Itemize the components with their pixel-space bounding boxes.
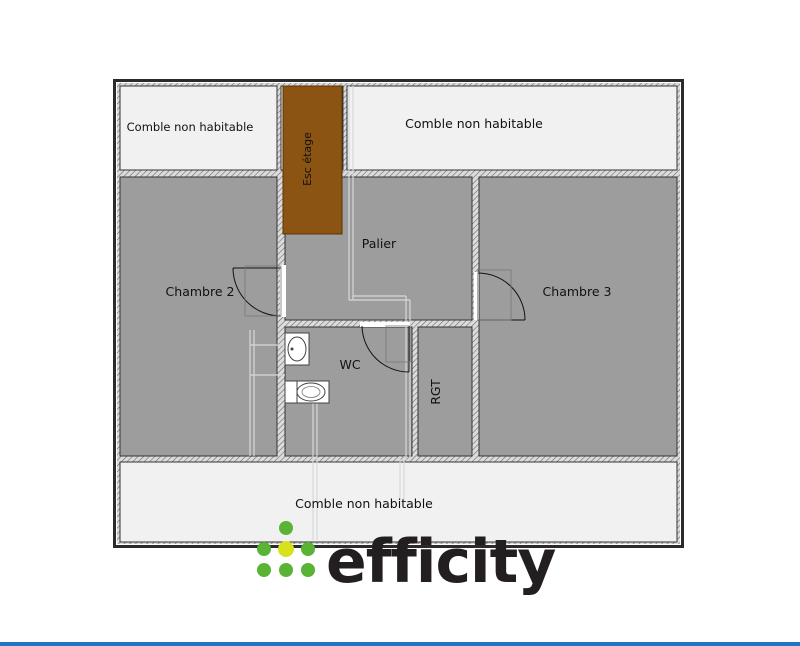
comble-top-right-room <box>346 85 678 171</box>
efficity-logo: efficity <box>257 521 557 597</box>
label-wc: WC <box>339 357 360 372</box>
chambre-2-room <box>119 176 278 457</box>
stair <box>282 85 343 235</box>
rgt-room <box>417 326 473 457</box>
label-esc: Esc étage <box>301 132 314 186</box>
label-comble-top-right: Comble non habitable <box>405 116 543 131</box>
toilet-icon <box>284 380 330 404</box>
label-chambre-3: Chambre 3 <box>543 284 612 299</box>
door-chambre-2 <box>232 265 282 317</box>
label-comble-bottom: Comble non habitable <box>295 496 433 511</box>
comble-bottom-room <box>119 461 678 543</box>
logo-wordmark: efficity <box>326 527 556 597</box>
door-wc <box>361 325 411 373</box>
label-rgt: RGT <box>428 379 443 405</box>
bottom-rule <box>0 642 800 646</box>
comble-top-left-room <box>119 85 278 171</box>
duct-lines <box>249 86 411 540</box>
sink-icon <box>284 332 310 366</box>
label-chambre-2: Chambre 2 <box>166 284 235 299</box>
label-comble-top-left: Comble non habitable <box>127 120 254 134</box>
chambre-3-room <box>478 176 678 457</box>
logo-dots-icon <box>257 521 315 577</box>
label-palier: Palier <box>362 236 397 251</box>
door-chambre-3 <box>477 269 526 321</box>
